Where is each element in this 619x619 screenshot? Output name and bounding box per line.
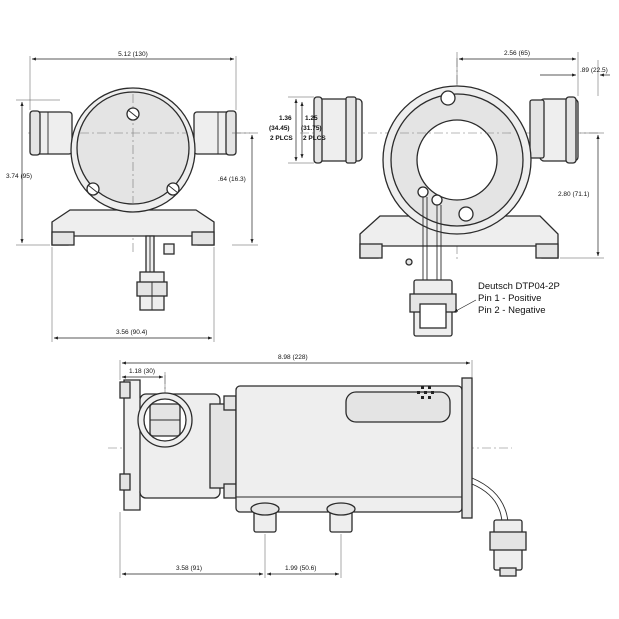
front-foot-left xyxy=(51,231,75,246)
dim-side-height-label: 2.80 (71.1) xyxy=(558,191,589,198)
side-screw-bottom xyxy=(458,206,474,222)
dim-front-base-label: 3.56 (90.4) xyxy=(116,329,147,336)
top-motor-vent-dots xyxy=(417,386,434,399)
top-flange-tab-lower xyxy=(119,473,131,491)
top-port xyxy=(137,392,193,448)
dim-top-mount-b: 1.99 (50.6) xyxy=(266,534,342,578)
dim-front-offset: .64 (16.3) xyxy=(218,132,258,246)
top-wire-connector xyxy=(471,477,527,577)
top-coupling xyxy=(209,403,237,489)
top-coupling-bolt-lower xyxy=(223,483,237,499)
top-flange-tab-upper xyxy=(119,381,131,399)
dim-top-port-offset-label: 1.18 (30) xyxy=(129,368,155,375)
front-port-left xyxy=(29,110,73,156)
side-pump-bore xyxy=(416,119,498,201)
connector-note-line2: Pin 1 - Positive xyxy=(478,293,541,304)
connector-note-line3: Pin 2 - Negative xyxy=(478,305,546,316)
dim-top-port-offset: 1.18 (30) xyxy=(121,368,166,392)
dim-top-length: 8.98 (228) xyxy=(119,354,473,380)
dim-front-offset-label: .64 (16.3) xyxy=(218,176,246,183)
dim-side-offset-label: .89 (22.5) xyxy=(580,67,608,74)
front-port-right xyxy=(193,110,237,156)
dim-side-width-label: 2.56 (65) xyxy=(504,50,530,57)
side-foot-left xyxy=(359,243,383,259)
side-view: Deutsch DTP04-2P Pin 1 - Positive Pin 2 … xyxy=(269,50,610,337)
dim-port-id: 1.25 (31.75) 2 PLCS xyxy=(300,101,326,159)
front-wire-connector xyxy=(136,235,175,311)
dim-side-width: 2.56 (65) xyxy=(456,50,579,96)
dim-front-base: 3.56 (90.4) xyxy=(51,247,215,342)
dim-top-length-label: 8.98 (228) xyxy=(278,354,308,361)
side-port-right xyxy=(529,96,579,164)
top-mount-foot-right xyxy=(326,502,356,533)
dim-port-id-in: 1.25 xyxy=(305,115,318,122)
dim-front-width-label: 5.12 (130) xyxy=(118,51,148,58)
dim-front-height: 3.74 (95) xyxy=(6,99,60,246)
dim-top-mount-a-label: 3.58 (91) xyxy=(176,565,202,572)
dim-top-mount-a: 3.58 (91) xyxy=(119,512,266,578)
dim-port-od-mm: (34.45) xyxy=(269,125,290,132)
top-motor-endcap xyxy=(461,377,473,519)
side-screw-top xyxy=(440,90,456,106)
dim-top-mount-b-label: 1.99 (50.6) xyxy=(285,565,316,572)
connector-note-line1: Deutsch DTP04-2P xyxy=(478,281,560,292)
front-view: 5.12 (130) 3.74 (95) .64 (16.3) 3.56 (90… xyxy=(6,51,258,342)
dim-port-id-mm: (31.75) xyxy=(301,125,322,132)
top-motor-label-plate xyxy=(345,391,451,423)
dim-port-od: 1.36 (34.45) 2 PLCS xyxy=(269,96,314,164)
top-coupling-bolt-upper xyxy=(223,395,237,411)
dim-front-height-label: 3.74 (95) xyxy=(6,173,32,180)
connector-leader xyxy=(453,299,477,313)
side-mount-bolt xyxy=(405,258,413,266)
dim-port-od-in: 1.36 xyxy=(279,115,292,122)
top-view: 8.98 (228) 1.18 (30) 3.58 (91) 1.99 (50.… xyxy=(108,354,527,578)
side-port-left xyxy=(313,96,363,164)
side-foot-right xyxy=(535,243,559,259)
dim-side-height: 2.80 (71.1) xyxy=(558,132,604,259)
front-foot-right xyxy=(191,231,215,246)
dim-front-width: 5.12 (130) xyxy=(29,51,237,110)
dim-side-offset: .89 (22.5) xyxy=(540,60,610,96)
side-wire-connector xyxy=(409,186,457,337)
top-mount-foot-left xyxy=(250,502,280,533)
dim-port-od-qty: 2 PLCS xyxy=(270,135,293,142)
dim-port-id-qty: 2 PLCS xyxy=(303,135,326,142)
